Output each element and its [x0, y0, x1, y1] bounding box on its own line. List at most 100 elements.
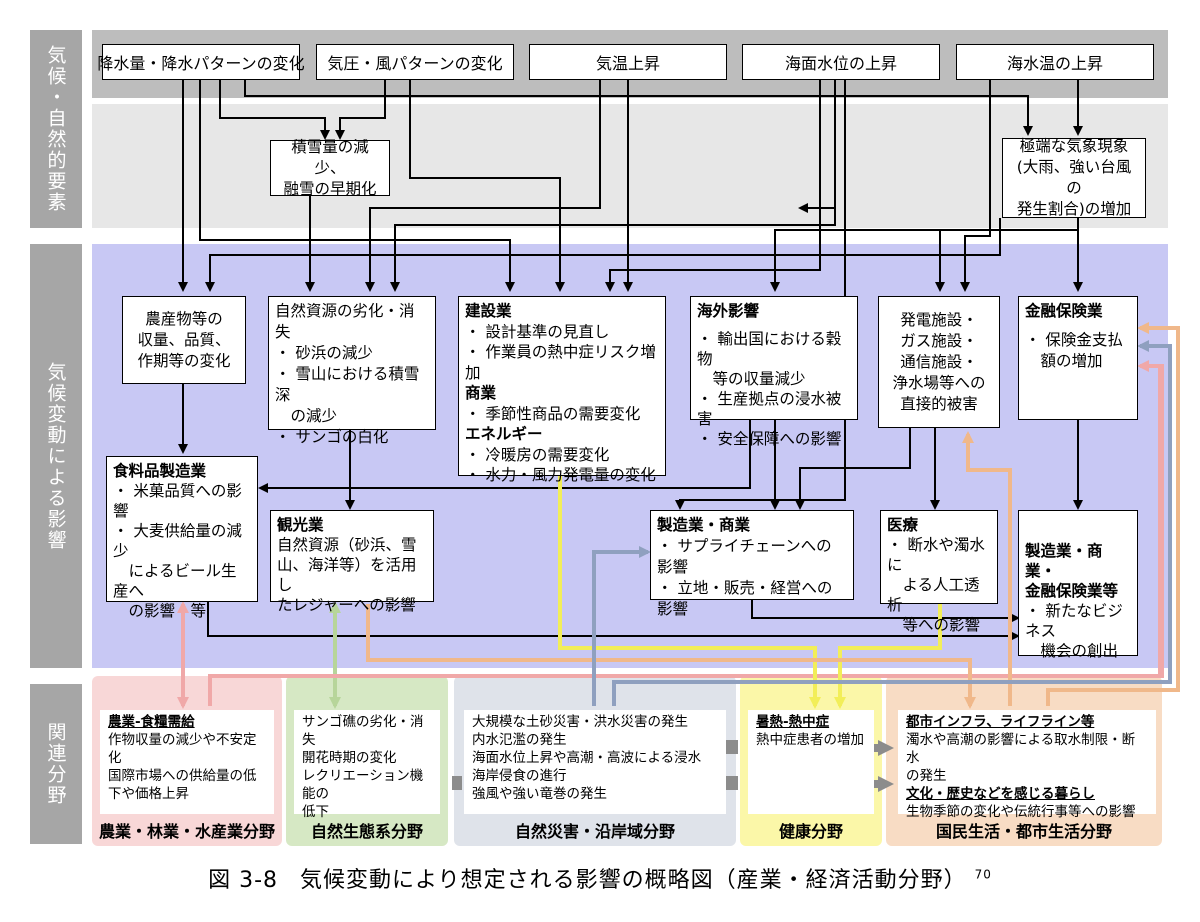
field-agri-line: 作物収量の減少や不安定 [108, 732, 257, 748]
newbiz-title-1: 製造業・商業・ [1025, 542, 1103, 580]
construction-item: ・ 設計基準の見直し [465, 322, 610, 341]
factor-sea-level: 海面水位の上昇 [742, 44, 940, 80]
finance-title: 金融保険業 [1025, 302, 1103, 320]
medical-item: ・ 断水や濁水に [887, 536, 985, 574]
newbiz-item: 機会の創出 [1025, 642, 1119, 660]
newbiz-item: ・ 新たなビジネス [1025, 602, 1123, 640]
finance-item: ・ 保険金支払 [1025, 331, 1123, 349]
energy-item: ・ 水力・風力発電量の変化 [465, 466, 656, 484]
nature-resources-item: ・ サンゴの白化 [275, 428, 389, 446]
field-agri-head: 農業-食糧需給 [108, 714, 195, 730]
side-label-fields: 関連分野 [30, 684, 82, 844]
nature-resources-item: ・ 砂浜の減少 [275, 344, 373, 362]
overseas-box: 海外影響 ・ 輸出国における穀物 等の収量減少 ・ 生産拠点の浸水被害 ・ 安全… [690, 296, 858, 448]
facilities-line: ガス施設・ [900, 331, 978, 350]
crops-line-1: 農産物等の [145, 309, 223, 328]
field-box-health: 暑熱-熱中症 熱中症患者の増加 [748, 710, 874, 814]
field-eco-line: 開花時期の変化 [302, 750, 397, 766]
field-disaster-line: 内水氾濫の発生 [472, 732, 567, 748]
factor-sea-temperature: 海水温の上昇 [956, 44, 1154, 80]
medical-item: よる人工透析 [887, 576, 980, 614]
snow-line-2: 融雪の早期化 [283, 179, 377, 198]
tourism-item: たレジャーへの影響 [277, 596, 416, 614]
field-eco-line: 低下 [302, 804, 329, 820]
overseas-item: 等の収量減少 [697, 370, 806, 388]
field-disaster-line: 海面水位上昇や高潮・高波による浸水 [472, 750, 702, 766]
field-box-disaster: 大規模な土砂災害・洪水災害の発生 内水氾濫の発生 海面水位上昇や高潮・高波による… [464, 710, 726, 814]
field-agri-line: 化 [108, 750, 122, 766]
field-label-disaster: 自然災害・沿岸域分野 [514, 822, 675, 841]
field-label-ecosystem: 自然生態系分野 [310, 822, 423, 841]
finance-box: 金融保険業 ・ 保険金支払 額の増加 [1018, 296, 1138, 420]
food-manufacturing-box: 食料品製造業 ・ 米菓品質への影響 ・ 大麦供給量の減少 によるビール生産へ の… [106, 456, 258, 620]
field-label-health: 健康分野 [778, 822, 843, 841]
field-box-agriculture: 農業-食糧需給 作物収量の減少や不安定 化 国際市場への供給量の低 下や価格上昇 [100, 710, 274, 814]
field-life-line: 生物季節の変化や伝統行事等への影響 [906, 804, 1136, 820]
food-item: の影響 等 [113, 602, 207, 620]
medical-box: 医療 ・ 断水や濁水に よる人工透析 等への影響 [880, 510, 998, 634]
commerce-item: ・ 季節性商品の需要変化 [465, 404, 641, 423]
field-label-life: 国民生活・都市生活分野 [935, 822, 1112, 841]
factor-pressure-wind: 気圧・風パターンの変化 [316, 44, 514, 80]
medical-item: 等への影響 [887, 616, 981, 634]
field-agri-line: 下や価格上昇 [108, 786, 189, 802]
construction-heading: 建設業 [465, 302, 512, 320]
caption-prefix: 図 3-8 [208, 868, 279, 893]
field-box-ecosystem: サンゴ礁の劣化・消失 開花時期の変化 レクリエーション機能の 低下 [294, 710, 440, 820]
field-eco-line: レクリエーション機能の [302, 768, 424, 802]
field-disaster-line: 海岸侵食の進行 [472, 768, 567, 784]
food-title: 食料品製造業 [113, 462, 207, 480]
field-life-line: の発生 [906, 768, 947, 784]
commerce-heading: 商業 [465, 384, 497, 402]
facilities-line: 発電施設・ [900, 310, 978, 329]
overseas-item: ・ 安全保障への影響 [697, 430, 842, 448]
manufacturing-commerce-box: 製造業・商業 ・ サプライチェーンへの影響 ・ 立地・販売・経営への影響 [650, 510, 854, 618]
caption-text: 気候変動により想定される影響の概略図（産業・経済活動分野） [300, 868, 967, 893]
field-box-life: 都市インフラ、ライフライン等 濁水や高潮の影響による取水制限・断水 の発生 文化… [898, 710, 1156, 820]
manufacturing-item: ・ サプライチェーンへの影響 [657, 537, 832, 576]
figure-caption: 図 3-8 気候変動により想定される影響の概略図（産業・経済活動分野） 70 [0, 862, 1200, 894]
industry-box: 建設業 ・ 設計基準の見直し ・ 作業員の熱中症リスク増加 商業 ・ 季節性商品… [458, 296, 666, 484]
finance-item: 額の増加 [1025, 352, 1103, 370]
new-business-box: 製造業・商業・ 金融保険業等 ・ 新たなビジネス 機会の創出 [1018, 510, 1138, 660]
extreme-weather-box: 極端な気象現象 (大雨、強い台風の 発生割合)の増加 [1002, 137, 1146, 218]
field-disaster-line: 強風や強い竜巻の発生 [472, 786, 607, 802]
facilities-line: 直接的被害 [900, 394, 978, 413]
extreme-line-1: 極端な気象現象 [1019, 137, 1129, 155]
tourism-title: 観光業 [277, 516, 324, 534]
crops-line-3: 作期等の変化 [137, 351, 231, 370]
newbiz-title-2: 金融保険業等 [1025, 582, 1119, 600]
overseas-title: 海外影響 [697, 302, 760, 320]
energy-item: ・ 冷暖房の需要変化 [465, 445, 610, 464]
field-life-head-2: 文化・歴史などを感じる暮らし [906, 786, 1095, 802]
factor-precipitation: 降水量・降水パターンの変化 [97, 44, 305, 80]
crops-line-2: 収量、品質、 [137, 330, 231, 349]
construction-item: ・ 作業員の熱中症リスク増加 [465, 343, 656, 382]
side-label-natural: 気候・自然的要素 [30, 30, 82, 228]
nature-resources-item: の減少 [275, 407, 338, 425]
caption-footnote: 70 [974, 867, 992, 882]
side-label-impact: 気候変動による影響 [30, 244, 82, 668]
food-item: によるビール生産へ [113, 562, 237, 600]
snow-line-1: 積雪量の減少、 [291, 137, 369, 177]
field-agri-line: 国際市場への供給量の低 [108, 768, 257, 784]
nature-resources-item: ・ 雪山における積雪深 [275, 365, 420, 404]
tourism-item: 自然資源（砂浜、雪 [277, 536, 417, 554]
extreme-line-3: 発生割合)の増加 [1016, 200, 1132, 218]
food-item: ・ 米菓品質への影響 [113, 482, 242, 520]
extreme-line-2: (大雨、強い台風の [1016, 158, 1132, 197]
factor-temperature: 気温上昇 [529, 44, 727, 80]
manufacturing-item: ・ 立地・販売・経営への影響 [657, 579, 833, 618]
nature-resources-title: 自然資源の劣化・消失 [275, 302, 415, 341]
overseas-item: ・ 生産拠点の浸水被害 [697, 390, 842, 428]
overseas-item: ・ 輸出国における穀物 [697, 330, 842, 368]
facilities-box: 発電施設・ ガス施設・ 通信施設・ 浄水場等への 直接的被害 [878, 296, 1000, 428]
field-eco-line: サンゴ礁の劣化・消失 [302, 714, 424, 748]
facilities-line: 浄水場等への [892, 373, 986, 392]
field-disaster-line: 大規模な土砂災害・洪水災害の発生 [472, 714, 688, 730]
field-health-head: 暑熱-熱中症 [756, 714, 830, 730]
field-health-line: 熱中症患者の増加 [756, 732, 864, 748]
field-life-head: 都市インフラ、ライフライン等 [906, 714, 1095, 730]
manufacturing-title: 製造業・商業 [657, 516, 751, 534]
